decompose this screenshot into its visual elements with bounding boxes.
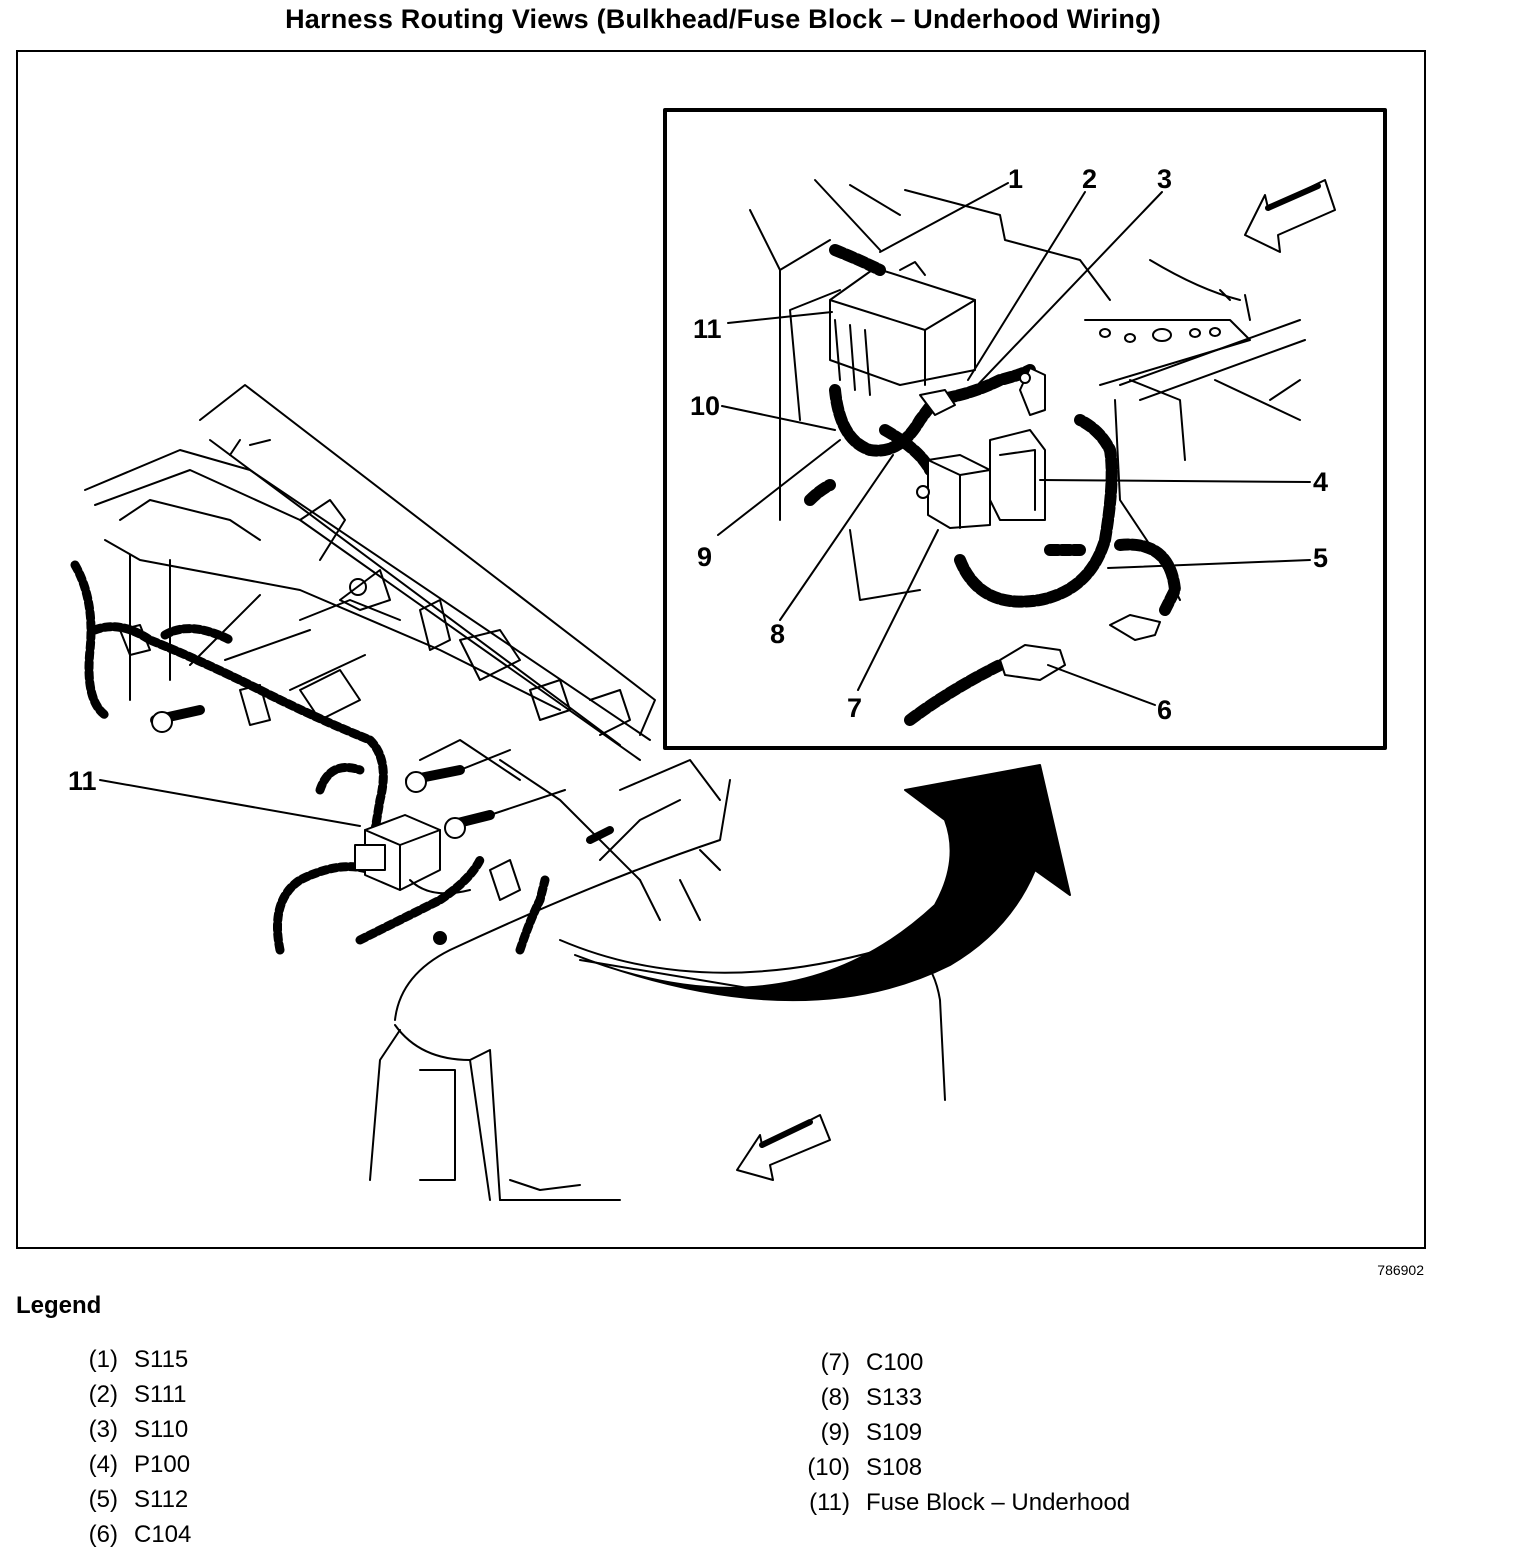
legend-num: (8) [820,1383,850,1411]
legend-item: (5) S112 [60,1482,191,1517]
callout-6: 6 [1157,695,1172,725]
legend-item: (2) S111 [60,1377,191,1412]
legend-item: (9) S109 [792,1415,1130,1450]
legend-label: C100 [866,1348,924,1376]
legend-item: (1) S115 [60,1342,191,1377]
legend-label: S110 [134,1415,189,1443]
legend-label: S112 [134,1485,189,1513]
legend-label: Fuse Block – Underhood [866,1488,1131,1516]
leader-11-main [99,779,361,827]
callout-11-main: 11 [68,766,97,796]
legend-item: (7) C100 [792,1345,1130,1380]
legend-title: Legend [16,1292,102,1319]
callout-5: 5 [1313,543,1328,573]
main-harness [70,560,550,955]
callout-9: 9 [697,542,712,572]
legend-label: S133 [866,1383,923,1411]
legend-item: (6) C104 [60,1517,192,1552]
legend-column-left: (1) S115 (2) S111 (3) S110 (4) P100 (5) … [60,1342,192,1552]
harness-diagram: 1 2 3 4 5 6 7 8 9 10 11 11 [68,108,1387,1201]
detail-connectors [916,367,1161,681]
callout-3: 3 [1157,164,1172,194]
figure-number: 786902 [1377,1262,1424,1278]
legend-item: (8) S133 [792,1380,1130,1415]
fuse-block-main [354,814,471,895]
diagram-frame [16,50,1426,1249]
callout-11-detail: 11 [693,314,722,344]
transition-arrow [574,764,1071,1002]
legend-num: (7) [820,1348,850,1376]
bulkhead-panel [84,384,656,881]
callout-10: 10 [690,391,720,421]
direction-arrow-bottom [736,1114,831,1181]
legend-item: (4) P100 [60,1447,191,1482]
legend-num: (9) [820,1418,850,1446]
legend-num: (5) [88,1485,118,1513]
callout-2: 2 [1082,164,1097,194]
detail-leaders [717,182,1311,706]
legend-num: (2) [88,1380,118,1408]
legend-label: S115 [134,1345,189,1373]
legend-item: (10) S108 [792,1450,1130,1485]
legend-num: (6) [88,1520,118,1548]
legend-label: S111 [134,1380,187,1408]
legend-label: S109 [866,1418,923,1446]
callout-4: 4 [1313,467,1328,497]
legend-label: S108 [866,1453,923,1481]
legend-num: (10) [807,1453,850,1481]
legend-num: (3) [88,1415,118,1443]
legend-num: (1) [88,1345,118,1373]
legend-num: (4) [88,1450,118,1478]
callout-8: 8 [770,619,785,649]
diagram-title: Harness Routing Views (Bulkhead/Fuse Blo… [285,4,1161,34]
legend-num: (11) [809,1488,850,1516]
callout-7: 7 [847,693,862,723]
direction-arrow-top [1244,179,1336,253]
legend-label: C104 [134,1520,192,1548]
detail-background [749,179,1306,601]
main-fasteners [119,594,614,945]
legend-item: (3) S110 [60,1412,191,1447]
callout-1: 1 [1008,164,1023,194]
legend-item: (11) Fuse Block – Underhood [792,1485,1130,1520]
detail-harness [804,244,1181,726]
legend-column-right: (7) C100 (8) S133 (9) S109 (10) S108 (11… [792,1345,1130,1520]
legend-label: P100 [134,1450,191,1478]
